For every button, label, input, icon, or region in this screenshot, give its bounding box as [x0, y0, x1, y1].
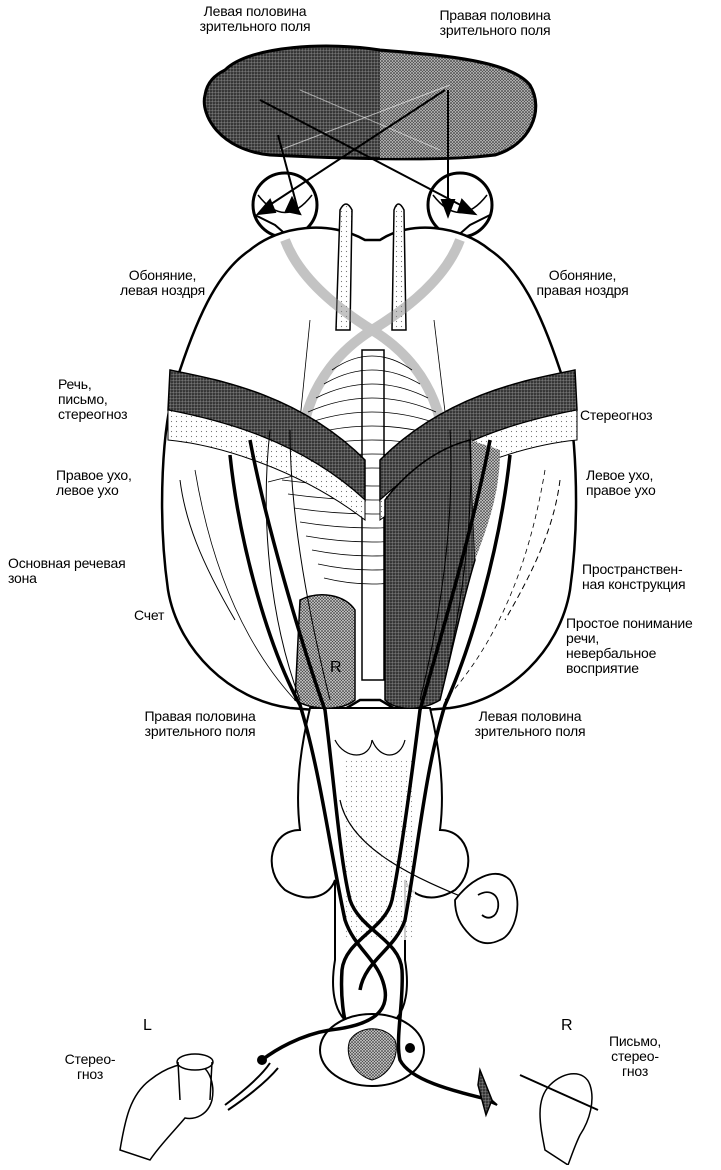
visual-field-oval — [202, 44, 538, 161]
label-left-visual-field-bottom: Левая половина зрительного поля — [474, 708, 586, 739]
label-left-visual-field-top: Левая половина зрительного поля — [199, 3, 311, 34]
label-spatial-construction: Пространствен- ная конструкция — [582, 561, 686, 592]
label-smell-left: Обоняние, левая ноздря — [120, 267, 205, 298]
commissural-arc — [331, 355, 413, 371]
commissural-arc — [315, 383, 429, 399]
label-speech-writing: Речь, письмо, стереогноз — [58, 376, 128, 422]
label-right-visual-field-top: Правая половина зрительного поля — [439, 7, 551, 38]
label-stereognosis-right: Стереогноз — [580, 407, 653, 423]
spinal-cord — [319, 1013, 425, 1087]
label-main-speech-zone: Основная речевая зона — [8, 555, 126, 586]
commissural-arc — [299, 411, 445, 427]
label-counting: Счет — [134, 607, 165, 623]
label-right-ear-left-ear: Правое ухо, левое ухо — [56, 467, 132, 498]
label-left-ear-right-ear: Левое ухо, правое ухо — [586, 467, 656, 498]
right-hand — [477, 1067, 599, 1167]
temporal-lines — [179, 479, 561, 621]
motor-pathways — [228, 439, 512, 1102]
label-stereognosis-left-hand: Стерео- гноз — [64, 1051, 116, 1082]
label-r: R — [561, 1017, 573, 1034]
sensory-pathways — [194, 429, 546, 901]
optic-chiasm — [280, 238, 465, 422]
visual-rays — [255, 89, 478, 219]
right-hemisphere-region — [294, 594, 356, 709]
label-smell-right: Обоняние, правая ноздря — [536, 267, 629, 298]
ear — [454, 873, 519, 945]
label-r-hemisphere: R — [330, 659, 342, 676]
commissural-arc — [307, 397, 437, 413]
label-right-visual-field-bottom: Правая половина зрительного поля — [144, 708, 256, 739]
brainstem — [270, 707, 470, 1021]
left-hand — [119, 1053, 214, 1161]
label-writing-stereognosis-hand: Письмо, стерео- гноз — [608, 1033, 662, 1079]
label-l: L — [143, 1017, 152, 1034]
commissural-arc — [323, 369, 421, 385]
label-simple-understanding: Простое понимание речи, невербальное вос… — [566, 615, 693, 676]
